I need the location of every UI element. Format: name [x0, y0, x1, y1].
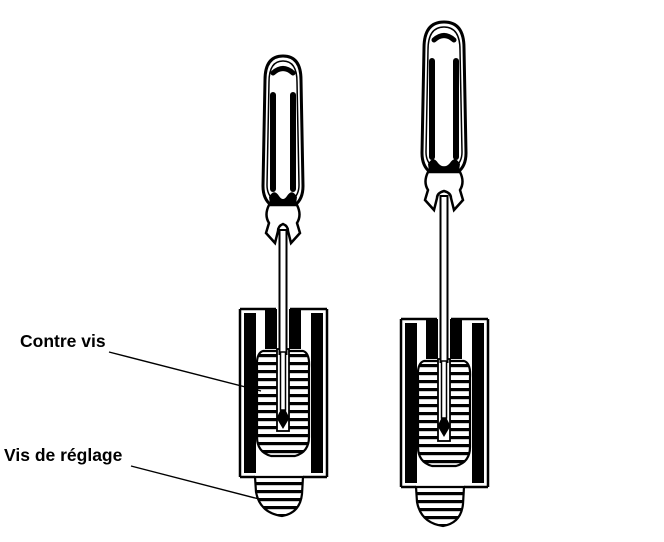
vis-de-reglage-label: Vis de réglage [4, 445, 123, 465]
handle-shading [290, 92, 296, 192]
left-screwdriver [261, 54, 305, 429]
handle-grip-flutes [269, 192, 297, 204]
screwdriver-shaft [278, 229, 288, 355]
handle-highlight [270, 66, 296, 76]
handle-shading [270, 92, 276, 192]
contre-vis-label: Contre vis [20, 331, 106, 351]
screwdriver-ferrule [423, 170, 465, 213]
handle-shading [429, 58, 435, 160]
screwdriver-blade [279, 351, 287, 411]
screwdriver-ferrule [264, 203, 302, 246]
leader-line-contre-vis [108, 351, 262, 392]
screwdriver-blade [440, 360, 448, 419]
right-screwdriver [420, 20, 468, 437]
handle-highlight [431, 33, 457, 43]
leader-line-vis-de-reglage [130, 465, 260, 500]
screwdriver-blade-tip [276, 410, 290, 429]
handle-shading [453, 58, 459, 160]
screwdriver-shaft [439, 195, 449, 363]
screwdriver-blade-tip [437, 418, 451, 437]
handle-grip-flutes [428, 159, 460, 171]
